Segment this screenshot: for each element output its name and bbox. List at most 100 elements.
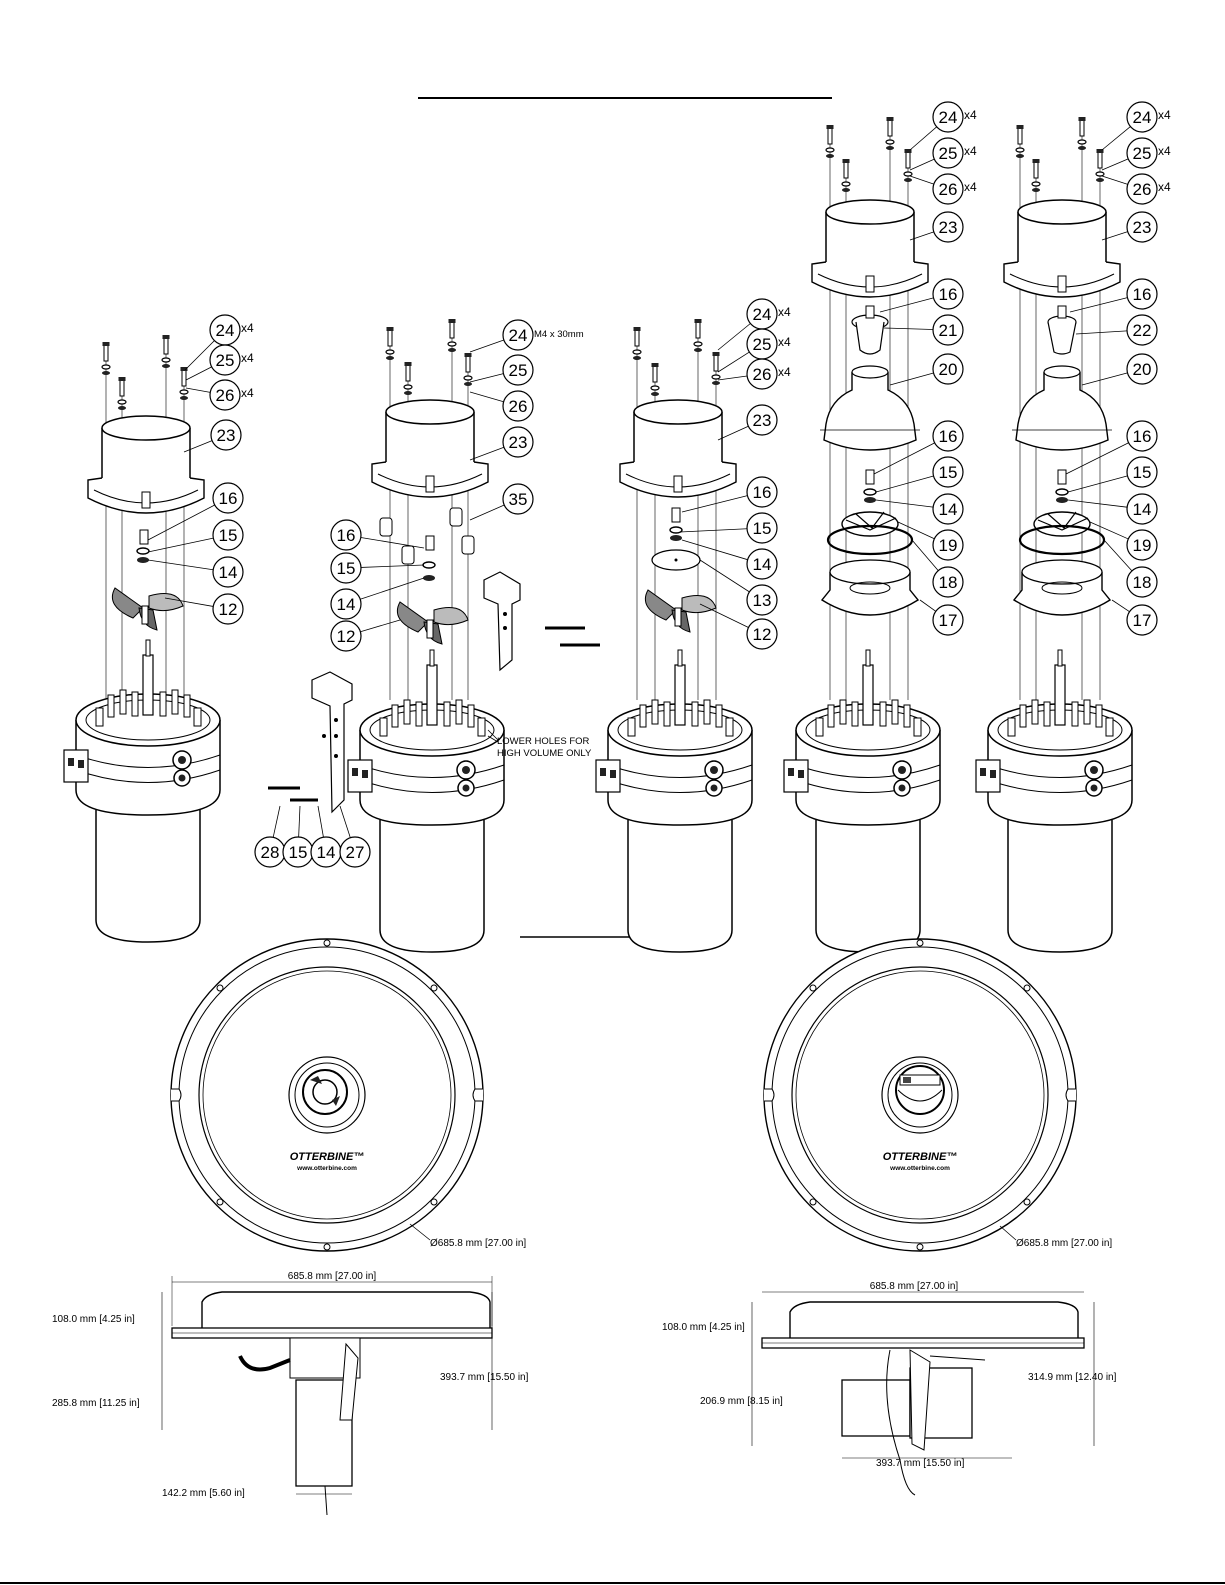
callout-number: 16: [753, 483, 772, 502]
callout-number: 25: [216, 351, 235, 370]
callout-15: 15: [330, 552, 425, 584]
side-1-float-height: 108.0 mm [4.25 in]: [52, 1314, 135, 1325]
callout-leader: [469, 391, 504, 403]
note-line-1: LOWER HOLES FOR: [497, 736, 590, 747]
callout-14: 14: [875, 493, 964, 525]
callout-number: 12: [219, 600, 238, 619]
callout-leader: [184, 340, 215, 371]
callout-16: 16: [330, 519, 425, 551]
callout-26: 26: [469, 390, 534, 422]
callout-20: 20: [889, 353, 964, 386]
callout-multiplier: x4: [241, 386, 254, 400]
side-1-below-float: 285.8 mm [11.25 in]: [52, 1398, 140, 1409]
callout-bubble: [212, 482, 244, 514]
side-2-below-float: 206.9 mm [8.15 in]: [700, 1396, 783, 1407]
assembly-2: [268, 318, 600, 953]
callout-bubble: [1126, 420, 1158, 452]
callout-bubble: [932, 173, 964, 205]
callout-number: 18: [939, 573, 958, 592]
side-1-overall-height: 393.7 mm [15.50 in]: [440, 1372, 529, 1383]
callout-bubble: [502, 390, 534, 422]
callout-number: 25: [1133, 144, 1152, 163]
callout-bubble: [1126, 529, 1158, 561]
callout-bubble: [502, 426, 534, 458]
callout-28: 28: [254, 805, 286, 868]
callout-bubble: [932, 211, 964, 243]
callout-20: 20: [1081, 353, 1158, 386]
callout-leader: [147, 537, 214, 553]
callout-number: 16: [939, 427, 958, 446]
callout-leader: [298, 805, 301, 838]
callout-leader: [1101, 158, 1129, 171]
callout-bubble: [932, 353, 964, 385]
callout-bubble: [1126, 604, 1158, 636]
callout-number: 26: [216, 386, 235, 405]
callout-leader: [164, 597, 214, 607]
callout-leader: [873, 442, 935, 475]
side-1-width: 685.8 mm [27.00 in]: [288, 1271, 377, 1282]
assembly-3: [595, 318, 753, 953]
callout-number: 14: [317, 843, 336, 862]
callout-bubble: [1126, 211, 1158, 243]
callout-number: 24: [509, 326, 528, 345]
callout-bubble: [1126, 493, 1158, 525]
callout-leader: [1089, 521, 1129, 540]
callout-16: 16: [1069, 278, 1158, 313]
callout-bubble: [1126, 353, 1158, 385]
callout-leader: [879, 297, 934, 313]
callout-number: 24: [939, 108, 958, 127]
callout-bubble: [932, 278, 964, 310]
callout-16: 16: [873, 420, 964, 475]
plan-view-1: OTTERBINE™ www.otterbine.com Ø685.8 mm […: [170, 938, 526, 1252]
callout-number: 17: [939, 611, 958, 630]
callout-leader: [469, 373, 504, 383]
callout-multiplier: x4: [964, 180, 977, 194]
callout-leader: [681, 539, 748, 561]
callout-leader: [699, 559, 750, 593]
callout-26: 26 x4: [185, 379, 254, 411]
callout-leader: [185, 366, 212, 381]
callout-bubble: [932, 529, 964, 561]
callout-bubble: [502, 319, 534, 351]
callout-18: 18: [1103, 539, 1158, 598]
callout-16: 16: [681, 476, 778, 513]
callout-number: 25: [509, 361, 528, 380]
callout-15: 15: [875, 456, 964, 493]
callout-14: 14: [310, 805, 342, 868]
callout-27: 27: [339, 805, 371, 868]
callout-multiplier: x4: [964, 108, 977, 122]
callout-leader: [717, 425, 749, 441]
callout-bubble: [932, 314, 964, 346]
callout-number: 24: [1133, 108, 1152, 127]
callout-bubble: [932, 493, 964, 525]
callout-number: 16: [939, 285, 958, 304]
callout-number: 23: [509, 433, 528, 452]
side-view-1: 685.8 mm [27.00 in] 108.0 mm [4.25 in] 2…: [52, 1271, 529, 1516]
callout-leader: [317, 805, 324, 838]
callout-number: 20: [939, 360, 958, 379]
callout-number: 15: [289, 843, 308, 862]
callout-leader: [679, 528, 748, 533]
callout-14: 14: [330, 577, 425, 620]
callout-15: 15: [1067, 456, 1158, 493]
callout-bubble: [746, 512, 778, 544]
callout-number: 19: [939, 536, 958, 555]
callout-number: 24: [753, 305, 772, 324]
callout-19: 19: [1089, 521, 1158, 561]
assembly-1: [63, 334, 221, 943]
callout-leader: [919, 599, 937, 612]
callout-leader: [183, 440, 213, 453]
callout-number: 21: [939, 321, 958, 340]
callout-14: 14: [681, 539, 778, 580]
callout-bubble: [932, 137, 964, 169]
callout-leader: [1067, 499, 1128, 508]
callout-number: 23: [217, 426, 236, 445]
